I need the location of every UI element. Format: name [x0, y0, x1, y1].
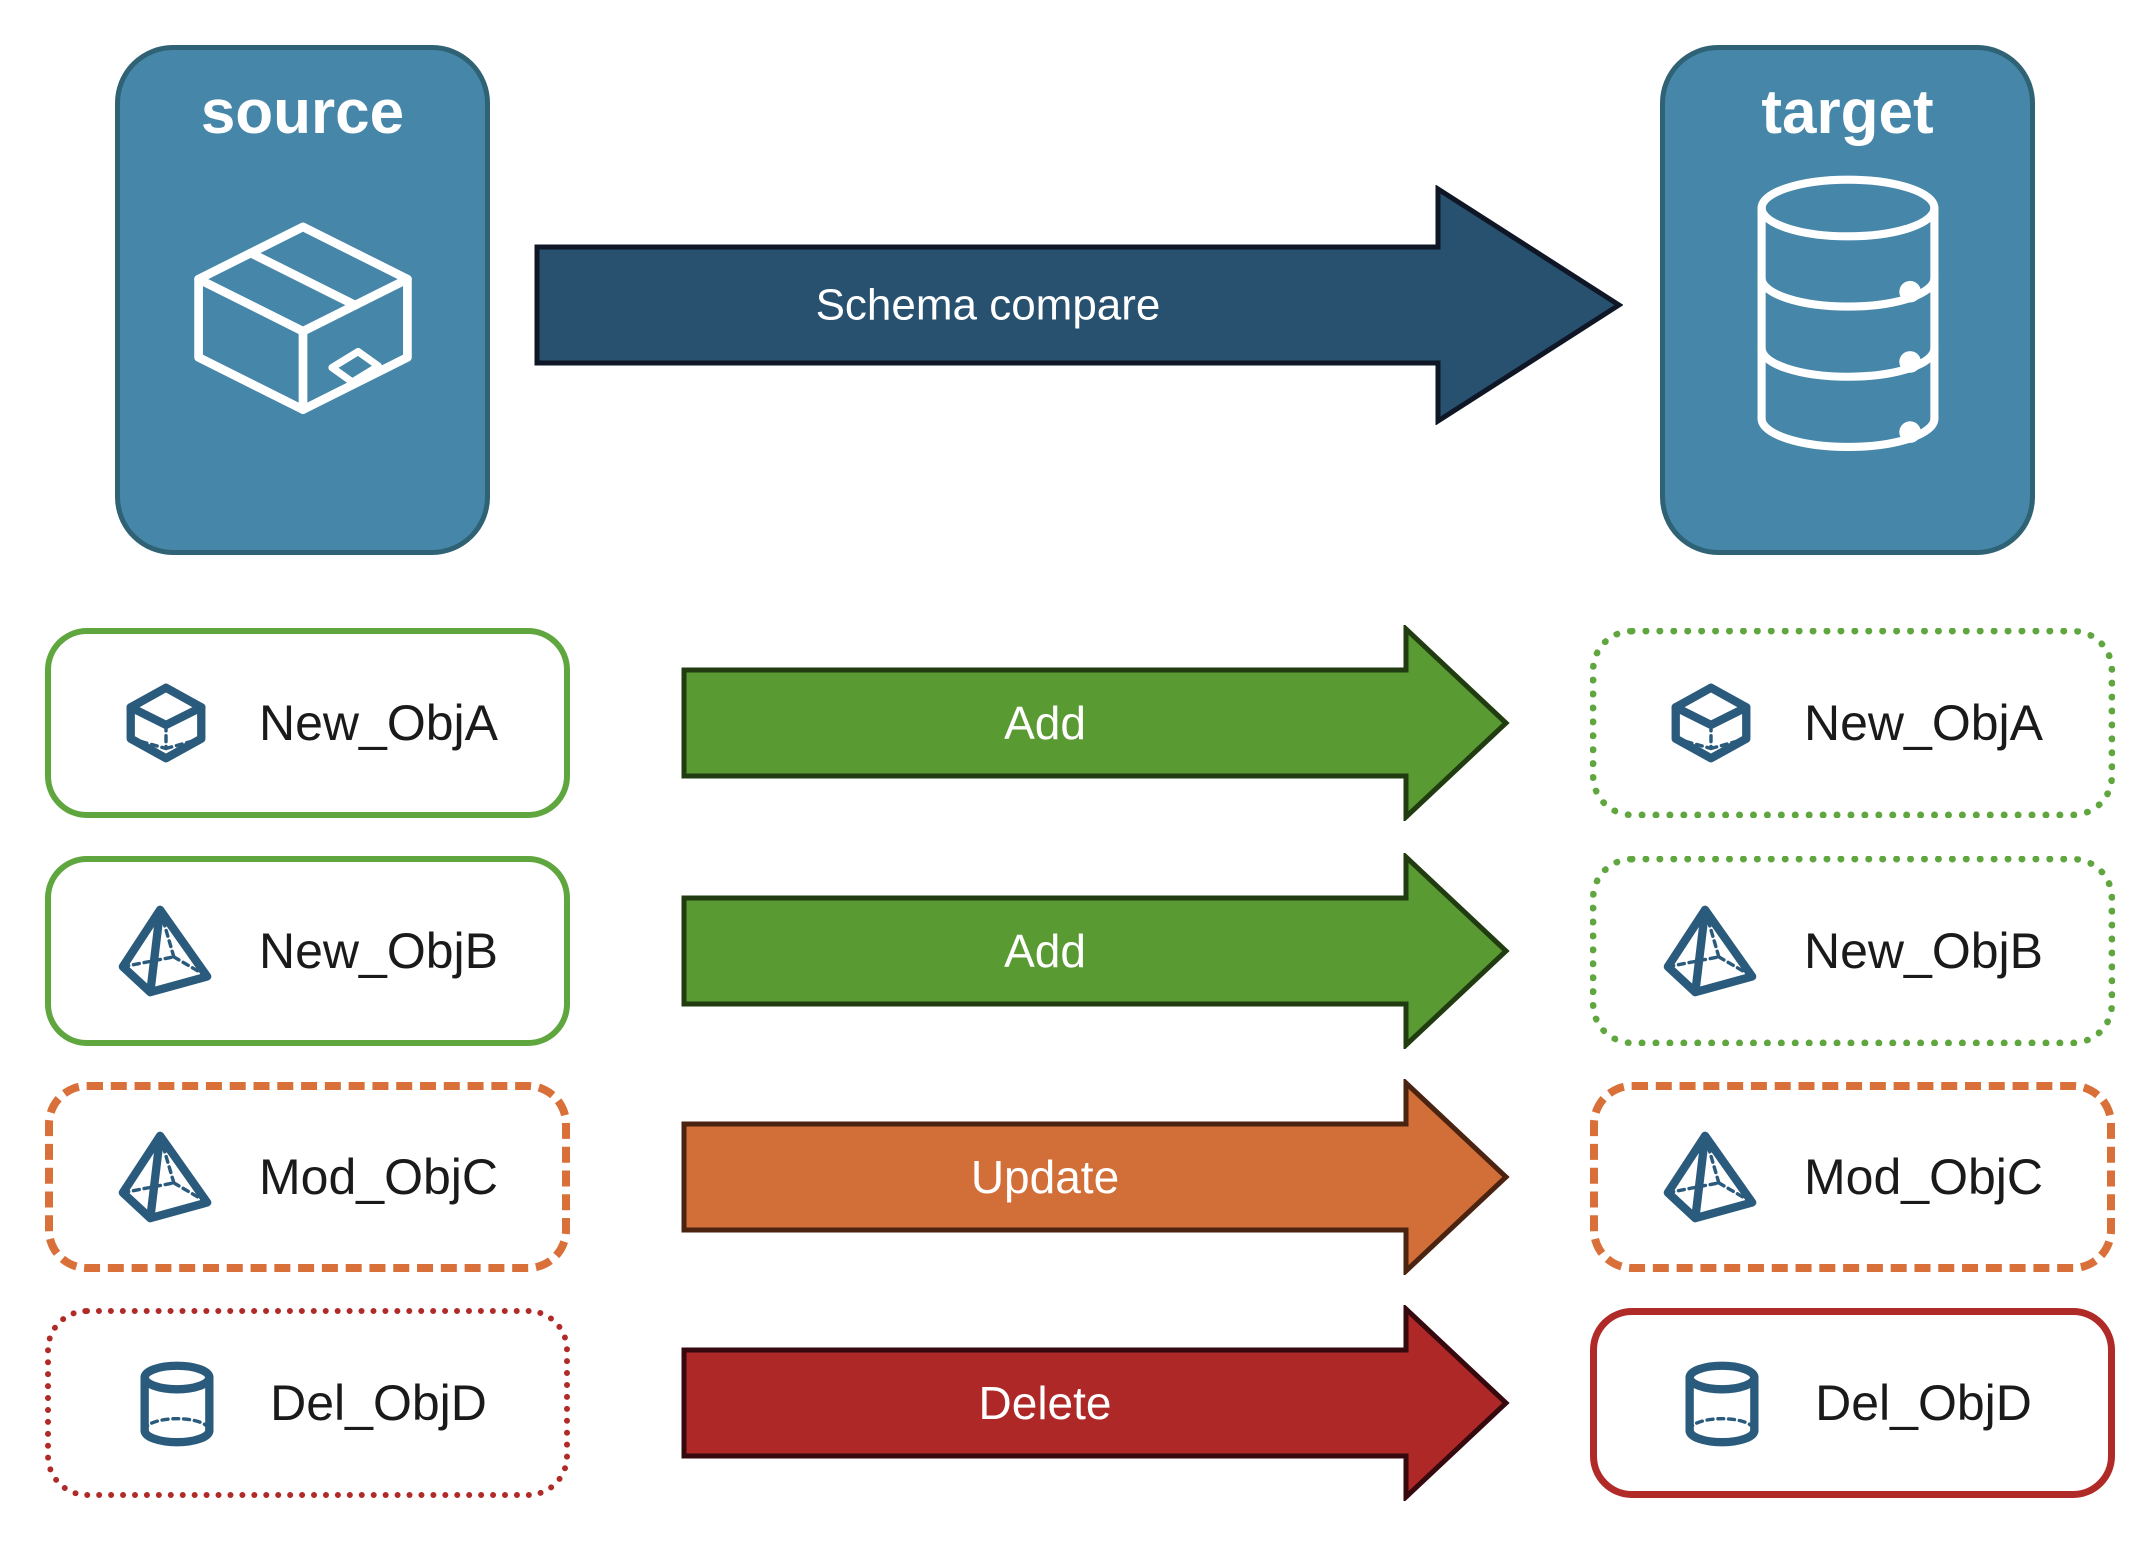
action-label: Add	[1004, 697, 1086, 749]
package-icon	[193, 222, 412, 414]
source-object-card: Del_ObjD	[45, 1308, 570, 1498]
object-label: Mod_ObjC	[259, 1149, 498, 1205]
source-object-card: New_ObjA	[45, 628, 570, 818]
object-label: New_ObjA	[1804, 695, 2043, 751]
pyramid-icon	[118, 905, 212, 997]
target-object-card: Mod_ObjC	[1590, 1082, 2115, 1272]
cube-icon	[126, 683, 206, 763]
add-arrow: Add	[681, 853, 1510, 1049]
source-panel: source	[115, 45, 490, 555]
object-label: New_ObjB	[259, 923, 498, 979]
cube-icon	[1671, 683, 1751, 763]
target-panel-title: target	[1761, 78, 1934, 147]
diff-row-new-objb: New_ObjB Add New_ObjB	[0, 853, 2150, 1049]
action-label: Update	[971, 1151, 1119, 1203]
delete-arrow: Delete	[681, 1305, 1510, 1501]
target-object-card: New_ObjB	[1590, 856, 2115, 1046]
schema-compare-label: Schema compare	[816, 281, 1161, 330]
action-label: Add	[1004, 925, 1086, 977]
object-label: Mod_ObjC	[1804, 1149, 2043, 1205]
object-label: Del_ObjD	[270, 1375, 487, 1431]
source-object-card: Mod_ObjC	[45, 1082, 570, 1272]
pyramid-icon	[1663, 905, 1757, 997]
diff-row-del-objd: Del_ObjD Delete Del_ObjD	[0, 1305, 2150, 1501]
schema-compare-arrow: Schema compare	[534, 185, 1623, 425]
source-object-card: New_ObjB	[45, 856, 570, 1046]
object-label: New_ObjA	[259, 695, 498, 751]
update-arrow: Update	[681, 1079, 1510, 1275]
pyramid-icon	[1663, 1131, 1757, 1223]
object-label: New_ObjB	[1804, 923, 2043, 979]
target-object-card: New_ObjA	[1590, 628, 2115, 818]
cylinder-icon	[140, 1361, 214, 1447]
object-label: Del_ObjD	[1815, 1375, 2032, 1431]
diff-row-mod-objc: Mod_ObjC Update Mod_ObjC	[0, 1079, 2150, 1275]
cylinder-icon	[1685, 1361, 1759, 1447]
pyramid-icon	[118, 1131, 212, 1223]
database-icon	[1757, 175, 1938, 451]
target-object-card: Del_ObjD	[1590, 1308, 2115, 1498]
diff-row-new-obja: New_ObjA Add New_ObjA	[0, 625, 2150, 821]
action-label: Delete	[979, 1377, 1112, 1429]
add-arrow: Add	[681, 625, 1510, 821]
target-panel: target	[1660, 45, 2035, 555]
source-panel-title: source	[200, 78, 405, 147]
